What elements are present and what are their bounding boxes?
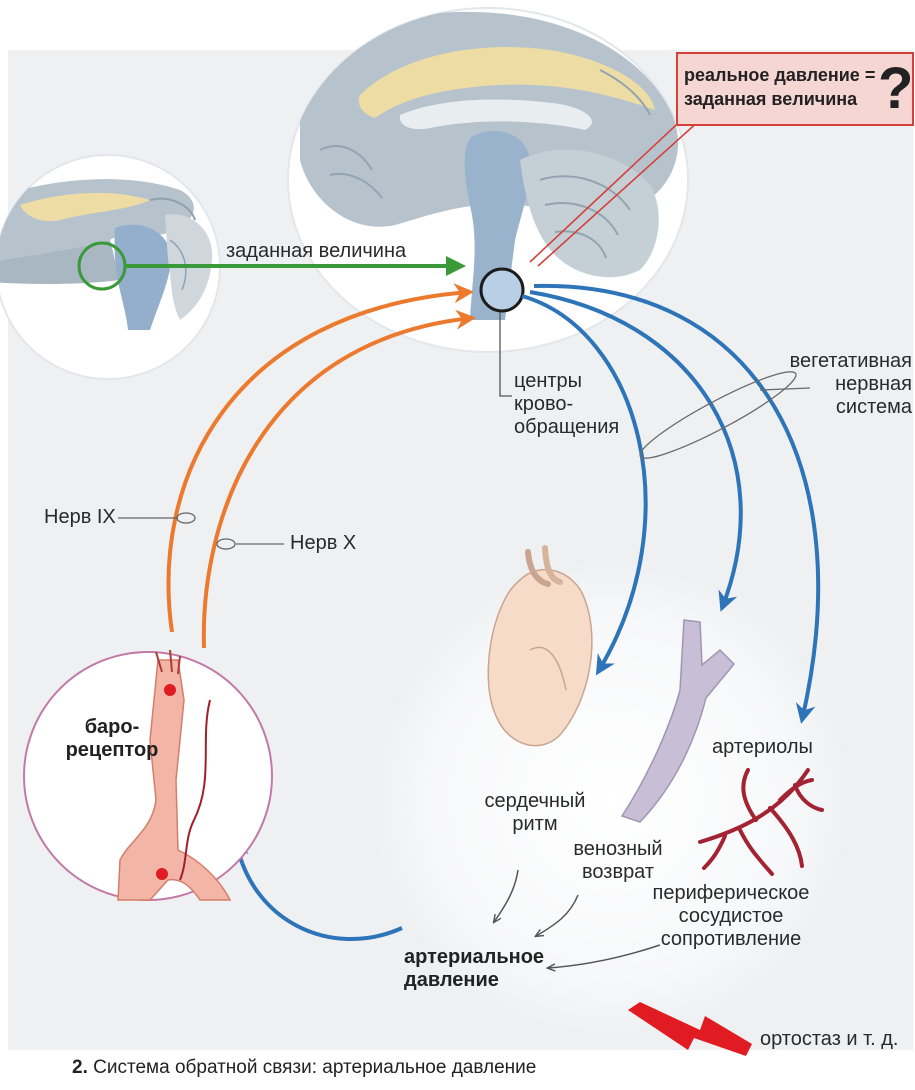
circulation-centers-label: центры крово- обращения [514,370,619,439]
baroreceptor-icon [24,650,272,900]
large-brain-icon [288,8,688,352]
ans-line2: нервная [740,373,912,396]
centers-line1: центры [514,370,619,393]
venous-line2: возврат [562,861,674,884]
centers-line3: обращения [514,416,619,439]
heart-rate-line2: ритм [470,813,600,836]
circulation-centers-circle [481,269,523,311]
orthostasis-label: ортостаз и т. д. [760,1028,898,1051]
question-box: реальное давление = заданная величина ? [676,52,914,126]
peripheral-resistance-label: периферическое сосудистое сопротивление [646,882,816,951]
venous-line1: венозный [562,838,674,861]
question-box-line1: реальное давление = [684,63,875,87]
ans-line3: система [740,396,912,419]
peripheral-line1: периферическое [646,882,816,905]
arterial-line1: артериальное [404,946,544,969]
heart-rate-line1: сердечный [470,790,600,813]
question-box-line2: заданная величина [684,87,875,111]
caption-number: 2. [72,1057,88,1078]
setpoint-label: заданная величина [226,240,406,263]
nerve-ix-label: Нерв IX [44,506,116,529]
arterial-line2: давление [404,969,544,992]
ans-line1: вегетативная [740,350,912,373]
ans-label: вегетативная нервная система [740,350,912,419]
venous-return-label: венозный возврат [562,838,674,884]
peripheral-line2: сосудистое [646,905,816,928]
question-mark: ? [878,54,913,124]
nerve-x-label: Нерв X [290,532,356,555]
baroreceptor-label: баро- рецептор [52,716,172,762]
baroreceptor-line2: рецептор [52,739,172,762]
arterioles-label: артериолы [712,736,813,759]
arterial-pressure-label: артериальное давление [404,946,544,992]
heart-rate-label: сердечный ритм [470,790,600,836]
baroreceptor-line1: баро- [52,716,172,739]
question-box-text: реальное давление = заданная величина [684,63,875,111]
centers-line2: крово- [514,393,619,416]
peripheral-line3: сопротивление [646,928,816,951]
caption-text: Система обратной связи: артериальное дав… [93,1057,536,1078]
figure-caption: 2. Система обратной связи: артериальное … [72,1057,536,1079]
